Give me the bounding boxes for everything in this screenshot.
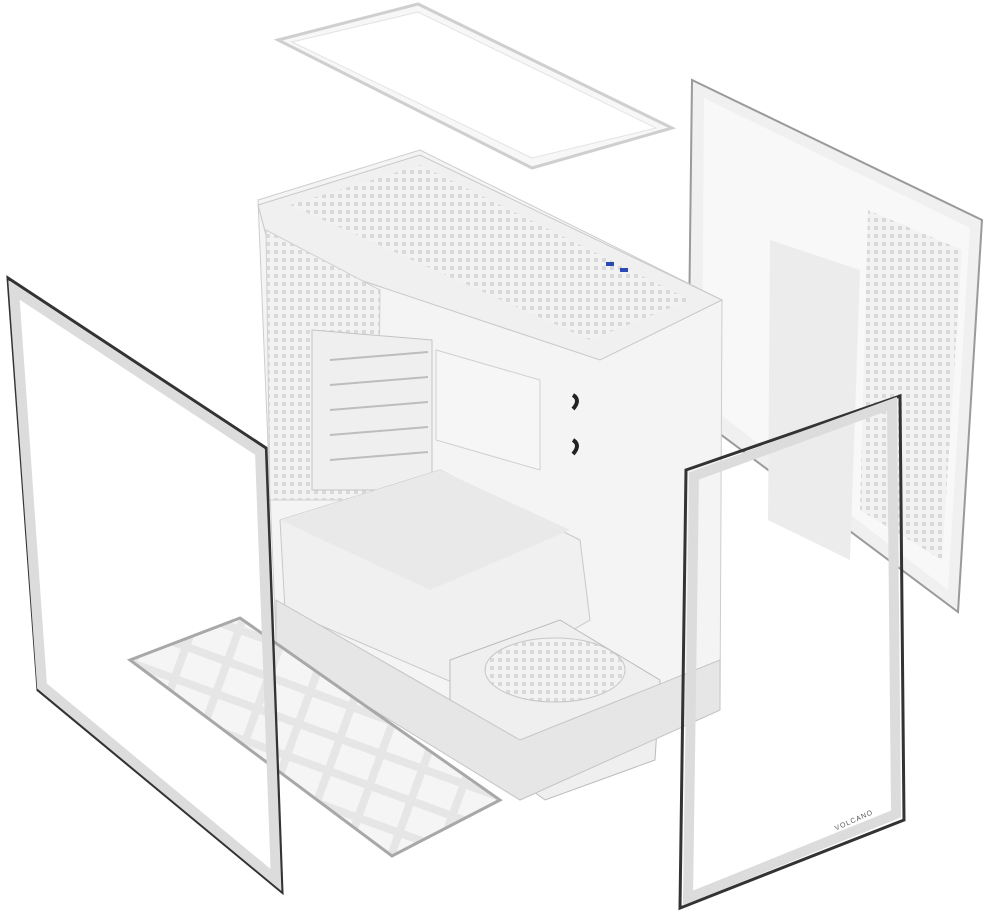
- right-side-panel: [686, 78, 984, 614]
- bottom-filter: [126, 616, 503, 858]
- front-glass-panel: [678, 393, 906, 911]
- top-filter-panel: [273, 2, 677, 170]
- chassis: [257, 149, 724, 801]
- left-glass-panel: [6, 275, 284, 896]
